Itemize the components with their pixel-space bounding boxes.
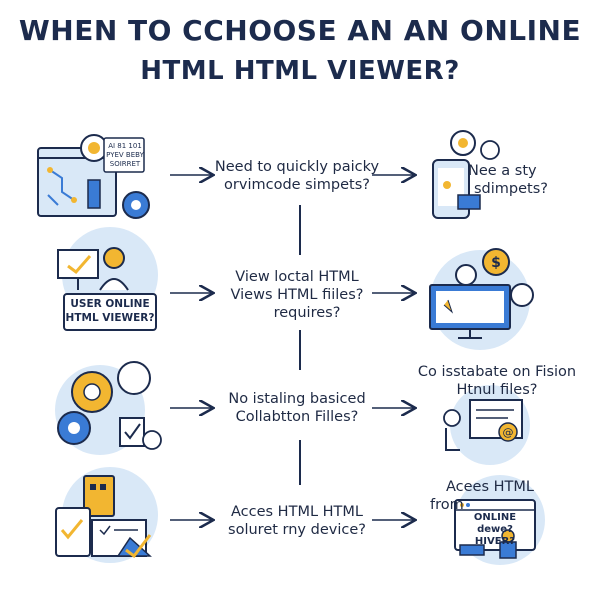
question-2-line-1: View loctal HTML	[235, 269, 359, 285]
question-1-line-1: Need to quickly paicky	[214, 159, 380, 175]
icon-snippet-line-1: AI 81 101	[108, 142, 142, 150]
device-access-icon	[55, 467, 158, 563]
answer-1-line-1: Nee a sty	[468, 163, 537, 179]
monitor-gears-icon: $	[429, 248, 534, 350]
answer-1-line-2: sdimpets?	[474, 181, 548, 197]
page-title-line-1: WHEN TO CCHOOSE AN AN ONLINE	[18, 14, 582, 47]
question-4-line-1: Acces HTML HTML	[230, 504, 363, 520]
question-2-line-2: Views HTML fiiles?	[230, 287, 364, 303]
icon-snippet-line-3: SOIRRET	[109, 160, 141, 168]
page-title-line-2: HTML HTML VIEWER?	[140, 56, 460, 86]
user-online-label-line-1: USER ONLINE	[70, 298, 150, 310]
online-viewer-label-line-1: ONLINE	[473, 512, 517, 523]
question-row-2: View loctal HTML Views HTML fiiles? requ…	[212, 268, 382, 322]
online-viewer-label-line-2: dewe? HIVER?	[474, 524, 516, 547]
remote-viewer-icon	[454, 475, 545, 565]
question-4-line-2: soluret rny device?	[228, 522, 366, 538]
answer-4-line-1: Acees HTML	[446, 479, 534, 495]
question-3-line-1: No istaling basiced	[228, 391, 366, 407]
question-2-line-3: requires?	[273, 305, 341, 321]
answer-3-line-1: Co isstabate on Fision	[417, 364, 577, 380]
question-row-1: Need to quickly paicky orvimcode simpets…	[212, 158, 382, 194]
code-snippet-browser-icon	[37, 134, 150, 219]
question-1-line-2: orvimcode simpets?	[224, 177, 370, 193]
answer-4-line-2: from	[430, 497, 464, 513]
svg-text:@: @	[503, 426, 514, 439]
online-viewer-presenter-icon	[57, 227, 158, 331]
icon-snippet-line-2: PYEV BEBY	[106, 151, 144, 159]
answer-row-1: Nee a sty sdimpets?	[468, 162, 578, 198]
svg-text:$: $	[491, 255, 501, 271]
question-3-line-2: Collabtton Filles?	[235, 409, 359, 425]
answer-row-4: Acees HTML from	[430, 478, 540, 514]
question-row-3: No istaling basiced Collabtton Filles?	[212, 390, 382, 426]
answer-row-3: Co isstabate on Fision Htnul files?	[402, 363, 592, 399]
question-row-4: Acces HTML HTML soluret rny device?	[212, 503, 382, 539]
icon-snippet-text: AI 81 101 PYEV BEBY SOIRRET	[105, 142, 145, 169]
user-online-viewer-label: USER ONLINE HTML VIEWER?	[64, 297, 156, 325]
mobile-snippet-icon	[432, 130, 500, 219]
file-collaboration-icon: @	[443, 385, 530, 465]
answer-3-line-2: Htnul files?	[456, 382, 538, 398]
collaboration-gears-icon	[55, 361, 162, 455]
online-viewer-label: ONLINE dewe? HIVER?	[458, 512, 532, 548]
user-online-label-line-2: HTML VIEWER?	[65, 312, 155, 324]
